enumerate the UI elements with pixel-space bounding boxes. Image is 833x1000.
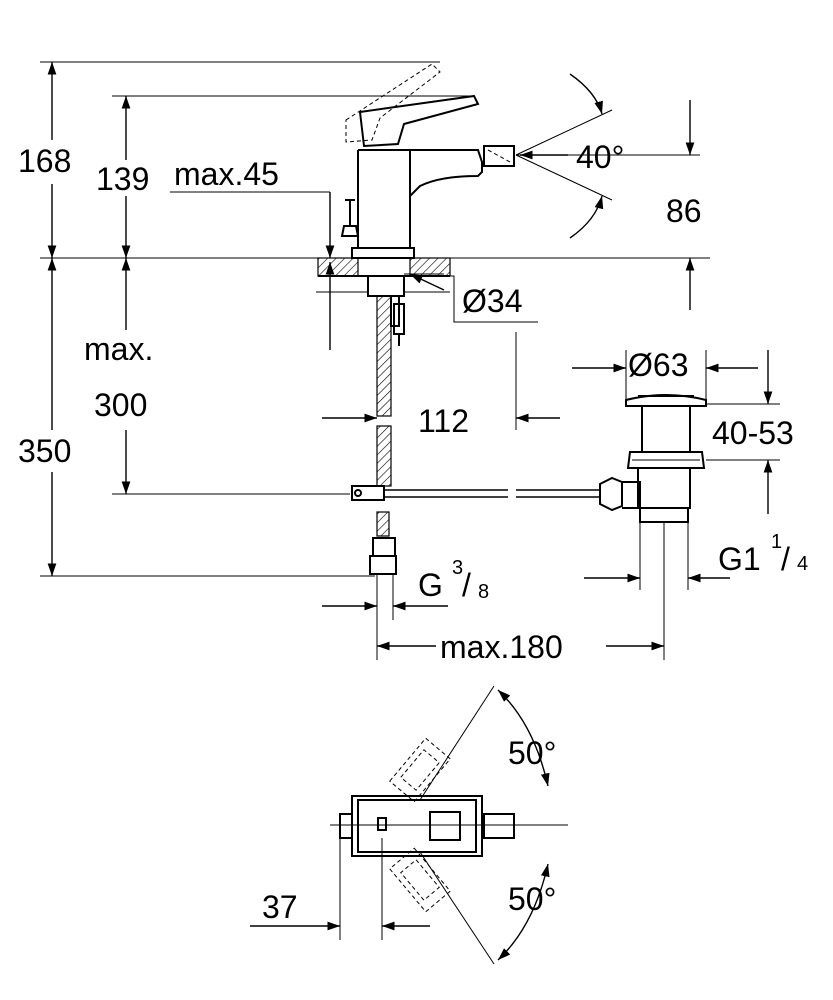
dim-86: 86	[666, 100, 702, 310]
dim-168: 168	[18, 61, 90, 258]
popup-linkage	[351, 476, 641, 512]
front-view: 168 139 max.45 350 max. 300	[18, 61, 808, 665]
dim-350-label: 350	[18, 433, 71, 469]
thread-g1-label: G1	[718, 541, 761, 577]
dim-dia63: Ø63	[572, 347, 758, 400]
dim-angle-40: 40°	[515, 73, 624, 239]
thread-g1-denominator: 4	[797, 553, 808, 575]
thread-g-numerator: 3	[452, 557, 463, 579]
dim-g-3-8: G 3 / 8	[322, 557, 489, 611]
dim-dia34: Ø34	[404, 273, 538, 323]
dim-40-53-label: 40-53	[712, 415, 794, 451]
thread-g-denominator: 8	[478, 581, 489, 603]
dim-139-label: 139	[96, 161, 149, 197]
dim-37-label: 37	[262, 889, 298, 925]
top-view: 50° 50° 37	[250, 685, 568, 965]
lever-ghost-right	[389, 847, 451, 913]
dim-300-label: 300	[94, 387, 147, 423]
dim-40-53: 40-53	[706, 350, 794, 514]
dim-max180-label: max.180	[440, 629, 563, 665]
dim-dia34-label: Ø34	[462, 283, 522, 319]
dim-112: 112	[322, 332, 560, 439]
supply-hoses	[369, 295, 405, 620]
dim-max-label: max.	[84, 331, 153, 367]
waste-fitting	[625, 394, 707, 523]
angle-50-top-label: 50°	[508, 735, 556, 771]
angle-50-bottom-label: 50°	[508, 881, 556, 917]
thread-g-label: G	[418, 567, 443, 603]
dim-dia63-label: Ø63	[628, 347, 688, 383]
dim-max45: max.45	[174, 156, 345, 350]
lever-ghost-left	[389, 737, 451, 803]
dim-max180: max.180	[376, 522, 665, 665]
dim-86-label: 86	[666, 193, 702, 229]
dim-139: 139	[96, 96, 160, 258]
dim-g1-quarter: G1 1 / 4	[584, 522, 808, 590]
mixer-body	[340, 63, 515, 259]
dim-max45-label: max.45	[174, 156, 279, 192]
dim-112-label: 112	[418, 403, 469, 439]
thread-g-slash: /	[462, 567, 471, 603]
thread-g1-slash: /	[781, 541, 790, 577]
dim-350: 350	[18, 258, 90, 576]
mounting-surface	[317, 257, 451, 297]
thread-g1-numerator: 1	[771, 531, 782, 553]
angle-40-label: 40°	[576, 139, 624, 175]
dim-168-label: 168	[18, 143, 71, 179]
dim-max300: max. 300	[84, 258, 153, 494]
